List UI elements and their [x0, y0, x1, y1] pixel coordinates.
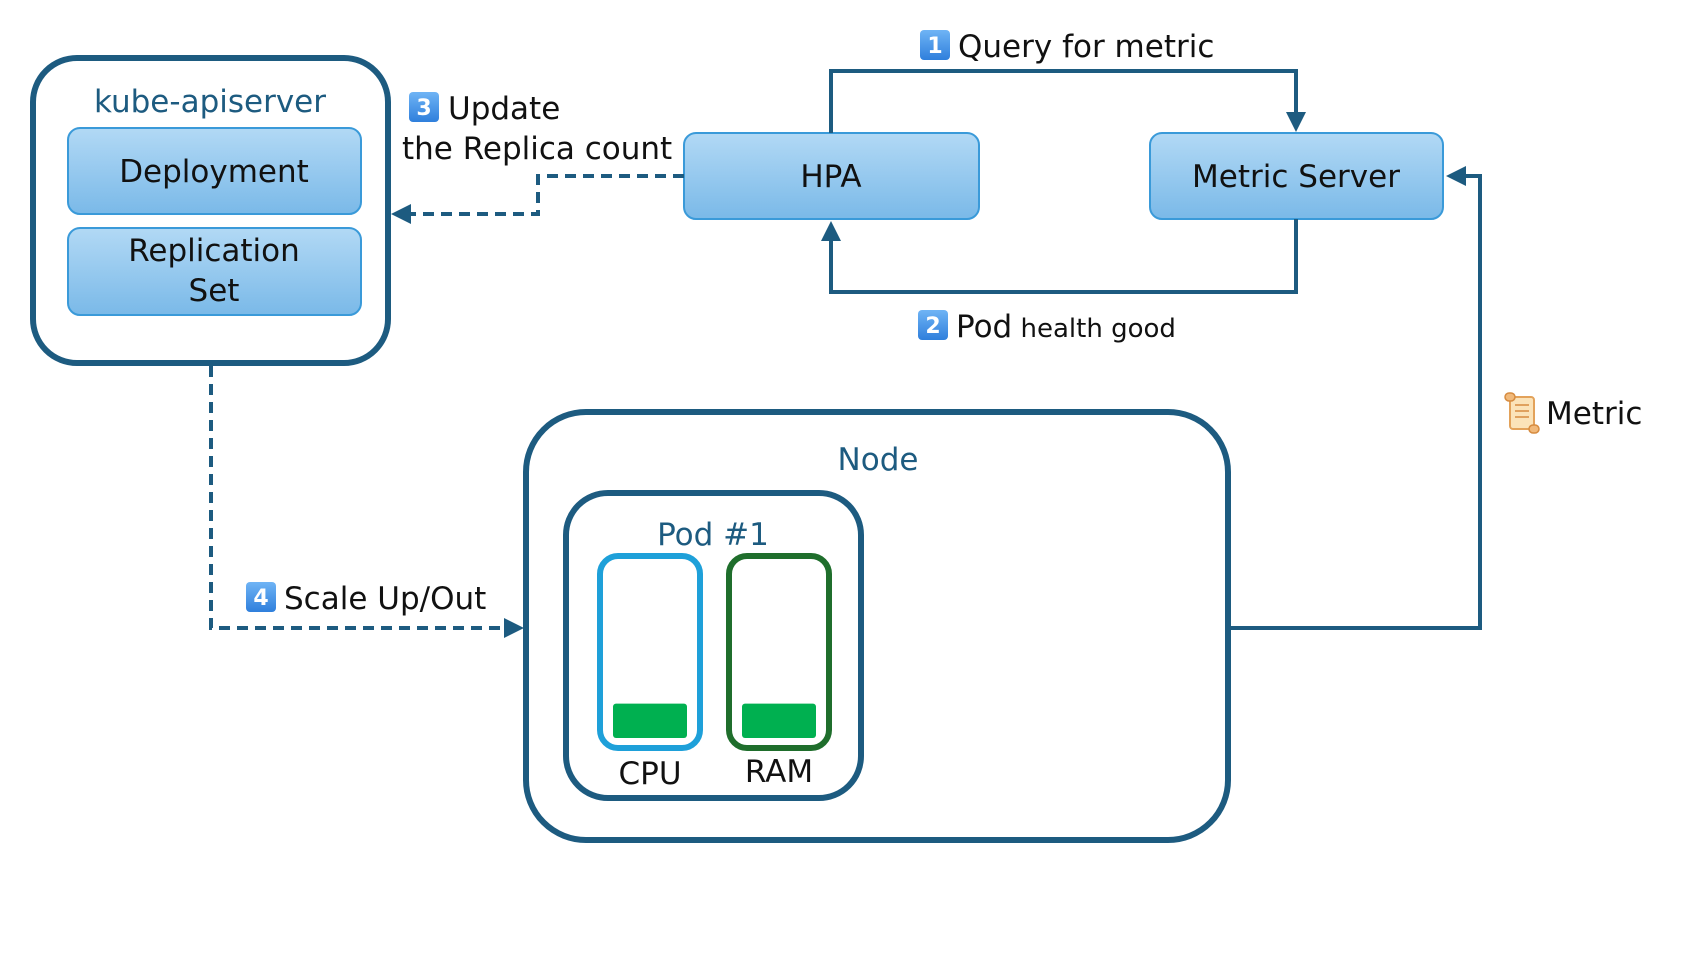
- ram-usage-fill: [742, 703, 816, 738]
- metric-server-box[interactable]: Metric Server: [1149, 132, 1444, 220]
- step4-badge-number: 4: [253, 586, 268, 611]
- step1-text: Query for metric: [958, 29, 1214, 65]
- pod-health-arrow: [821, 219, 1298, 294]
- metric-server-label: Metric Server: [1192, 159, 1400, 195]
- query-metric-arrow: [829, 69, 1306, 133]
- update-replica-arrow: [391, 174, 684, 224]
- replicaset-label-line1: Replication: [128, 233, 300, 269]
- metric-link-text: Metric: [1546, 396, 1642, 432]
- deployment-label: Deployment: [119, 154, 309, 190]
- replicaset-label-line2: Set: [189, 273, 240, 309]
- ram-meter: RAM: [726, 553, 832, 790]
- step1-badge-number: 1: [927, 34, 942, 59]
- hpa-box[interactable]: HPA: [683, 132, 980, 220]
- cpu-meter: CPU: [597, 553, 703, 792]
- cpu-label: CPU: [618, 756, 681, 792]
- replicaset-box[interactable]: Replication Set: [67, 227, 362, 316]
- step1-badge: [920, 30, 950, 60]
- step2-badge: [918, 310, 948, 340]
- step2-text-large: Pod: [956, 309, 1012, 345]
- pod-title: Pod #1: [657, 517, 769, 553]
- metric-link-label: Metric: [1504, 392, 1642, 434]
- hpa-label: HPA: [800, 159, 861, 195]
- node-container: Node Pod #1 CPU RAM: [523, 409, 1231, 843]
- kube-apiserver-container: kube-apiserver Deployment Replication Se…: [30, 55, 391, 366]
- metric-feed-arrow: [1231, 166, 1482, 630]
- kube-apiserver-title: kube-apiserver: [94, 84, 326, 120]
- step2-label: 2 Pod health good: [918, 309, 1176, 345]
- step3-badge-number: 3: [416, 96, 431, 121]
- step3-badge: [409, 92, 439, 122]
- step4-text: Scale Up/Out: [284, 581, 486, 617]
- step3-label: 3 Update the Replica count: [402, 91, 672, 167]
- scale-up-arrow: [209, 366, 524, 638]
- step4-badge: [246, 582, 276, 612]
- step4-label: 4 Scale Up/Out: [246, 581, 486, 617]
- cpu-usage-fill: [613, 703, 687, 738]
- deployment-box[interactable]: Deployment: [67, 127, 362, 215]
- step3-text-line2: the Replica count: [402, 131, 672, 167]
- scroll-icon: [1504, 392, 1540, 434]
- step1-label: 1 Query for metric: [920, 29, 1214, 65]
- step2-text: Pod health good: [956, 309, 1176, 345]
- pod-container: Pod #1 CPU RAM: [563, 490, 864, 801]
- node-title: Node: [838, 442, 919, 478]
- ram-label: RAM: [745, 754, 813, 790]
- step2-text-small: health good: [1012, 314, 1176, 344]
- step2-badge-number: 2: [925, 314, 940, 339]
- step3-text-line1: Update: [448, 91, 560, 127]
